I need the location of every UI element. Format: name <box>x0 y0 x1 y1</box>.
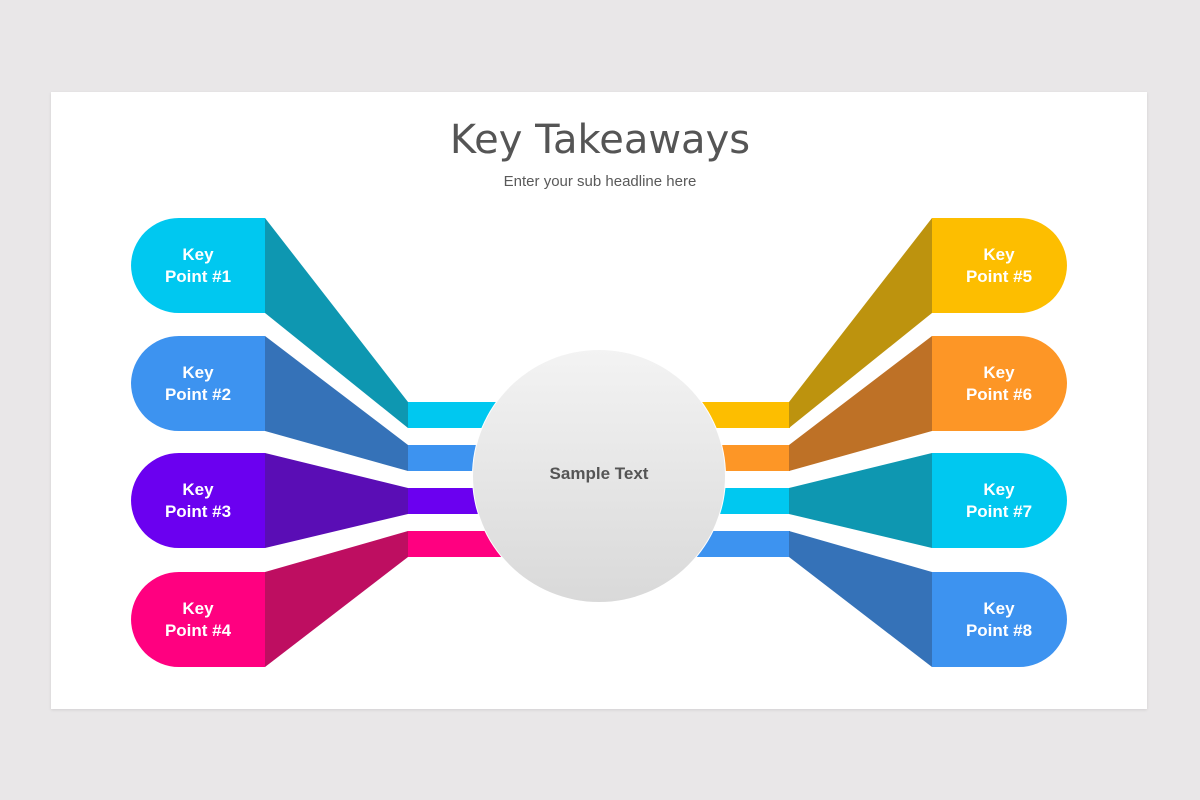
connector-7 <box>789 453 932 548</box>
pill-1 <box>131 218 265 313</box>
key-point-5-shape[interactable] <box>690 218 1067 428</box>
key-point-2-shape[interactable] <box>131 336 498 471</box>
key-point-8-shape[interactable] <box>690 531 1067 667</box>
key-point-7-label[interactable]: Key Point #7 <box>932 453 1066 549</box>
key-point-7-line1: Key <box>983 480 1015 499</box>
key-point-5-label[interactable]: Key Point #5 <box>932 218 1066 314</box>
key-point-4-line2: Point #4 <box>164 621 232 640</box>
key-point-3-label[interactable]: Key Point #3 <box>131 453 265 549</box>
key-point-8-label[interactable]: Key Point #8 <box>932 572 1066 668</box>
key-point-7-shape[interactable] <box>700 453 1067 548</box>
page-subtitle: Enter your sub headline here <box>503 173 697 190</box>
page-title: Key Takeaways <box>449 117 751 163</box>
key-point-5-line1: Key <box>983 245 1015 264</box>
key-point-4-shape[interactable] <box>131 531 508 667</box>
pill-8 <box>932 572 1067 667</box>
key-point-4-line1: Key <box>182 599 214 618</box>
connector-2 <box>265 336 408 471</box>
key-point-1-line2: Point #1 <box>164 267 232 286</box>
pill-3 <box>131 453 265 548</box>
connector-3 <box>265 453 408 548</box>
key-point-4-label[interactable]: Key Point #4 <box>131 572 265 668</box>
key-point-6-line1: Key <box>983 363 1015 382</box>
center-circle-fill <box>473 350 725 602</box>
pill-2 <box>131 336 265 431</box>
key-point-1-label[interactable]: Key Point #1 <box>131 218 265 314</box>
pill-7 <box>932 453 1067 548</box>
key-point-2-line1: Key <box>182 363 214 382</box>
key-point-6-label[interactable]: Key Point #6 <box>932 336 1066 432</box>
key-point-6-line2: Point #6 <box>965 385 1033 404</box>
key-point-3-line2: Point #3 <box>164 502 232 521</box>
connector-1 <box>265 218 408 428</box>
connector-8 <box>789 531 932 667</box>
pill-5 <box>932 218 1067 313</box>
key-point-8-line2: Point #8 <box>965 621 1033 640</box>
center-label[interactable]: Sample Text <box>549 464 649 483</box>
key-point-5-line2: Point #5 <box>965 267 1033 286</box>
connector-6 <box>789 336 932 471</box>
connector-4 <box>265 531 408 667</box>
key-point-1-line1: Key <box>182 245 214 264</box>
pill-4 <box>131 572 265 667</box>
key-point-3-line1: Key <box>182 480 214 499</box>
key-point-2-label[interactable]: Key Point #2 <box>131 336 265 432</box>
key-point-7-line2: Point #7 <box>965 502 1033 521</box>
connector-5 <box>789 218 932 428</box>
key-point-2-line2: Point #2 <box>164 385 232 404</box>
pill-6 <box>932 336 1067 431</box>
key-point-6-shape[interactable] <box>700 336 1067 471</box>
key-point-8-line1: Key <box>983 599 1015 618</box>
